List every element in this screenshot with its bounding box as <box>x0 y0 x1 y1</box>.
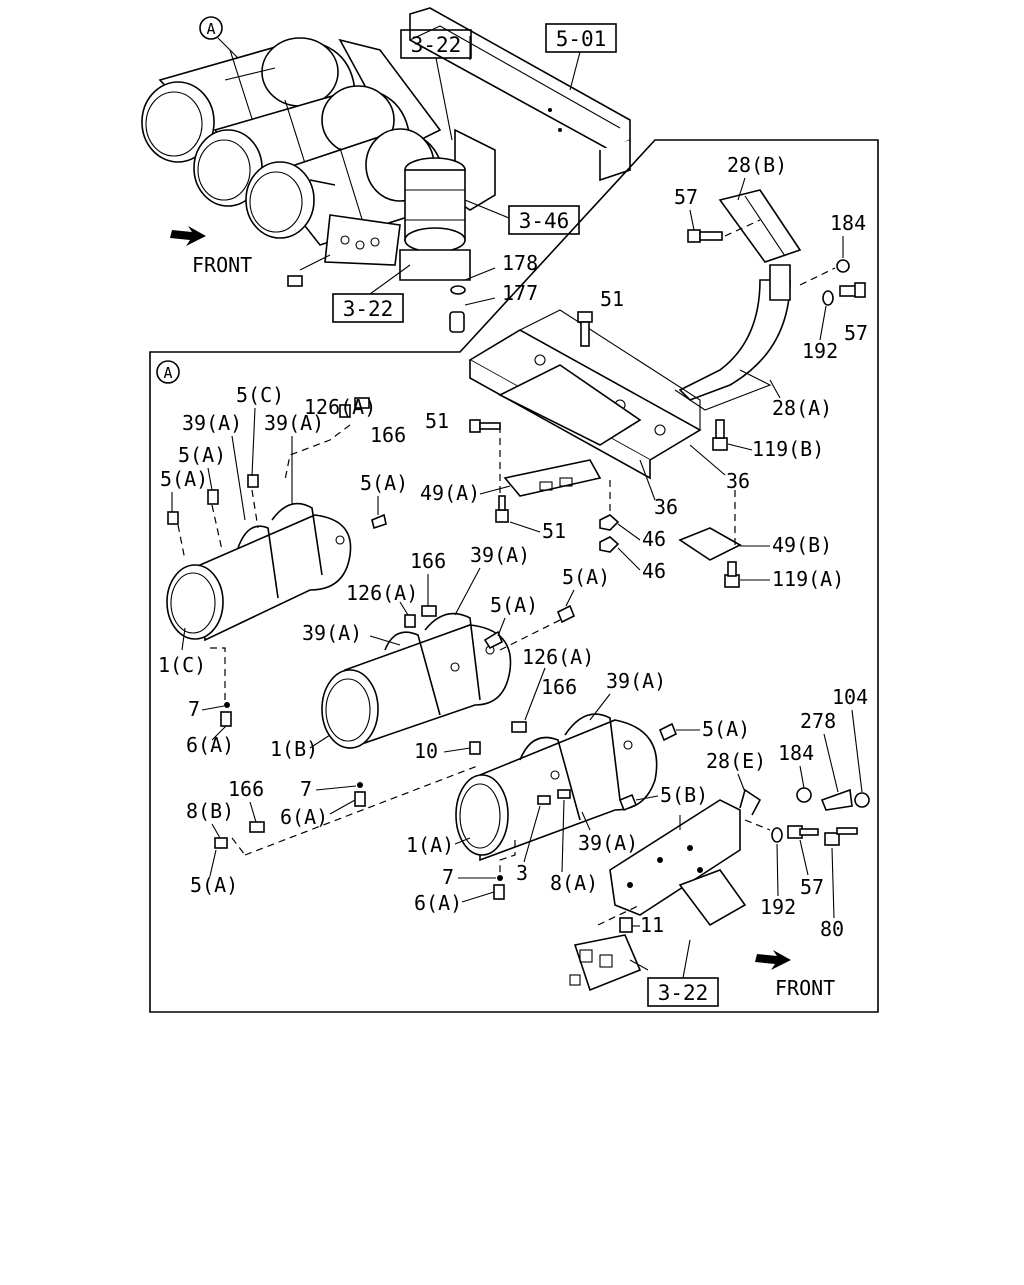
callout-119b: 119(B) <box>752 437 824 461</box>
callout-10: 10 <box>414 739 438 763</box>
section-marker-circle-detail <box>156 360 180 384</box>
callout-39a-1: 39(A) <box>182 411 242 435</box>
callout-5a-2: 5(A) <box>160 467 208 491</box>
callout-39a-6: 39(A) <box>578 831 638 855</box>
callout-5a-4: 5(A) <box>562 565 610 589</box>
callout-6a-3: 6(A) <box>414 891 462 915</box>
callout-51-c: 51 <box>542 519 566 543</box>
plate-49b <box>678 527 742 561</box>
callout-6a-2: 6(A) <box>280 805 328 829</box>
section-marker-circle-top <box>199 16 223 40</box>
callout-5c: 5(C) <box>236 383 284 407</box>
front-arrow-top <box>170 226 206 246</box>
frame-rail <box>409 7 631 182</box>
callout-7-b: 7 <box>300 777 312 801</box>
callout-39a-4: 39(A) <box>302 621 362 645</box>
air-dryer <box>287 157 471 287</box>
callout-8a: 8(A) <box>550 871 598 895</box>
callout-119a: 119(A) <box>772 567 844 591</box>
ref-3-22-top: 3-22 <box>411 33 462 57</box>
callout-8b: 8(B) <box>186 799 234 823</box>
overview-assembly: A <box>141 7 631 333</box>
callout-166-b: 166 <box>410 549 446 573</box>
callout-178: 178 <box>502 251 538 275</box>
ref-box-3-22-mid <box>332 293 404 323</box>
callout-57-a: 57 <box>674 185 698 209</box>
callout-5a-6: 5(A) <box>702 717 750 741</box>
callout-184-b: 184 <box>778 741 814 765</box>
crossmember-36-lower <box>498 364 642 446</box>
tank-1c <box>166 397 387 727</box>
callout-104: 104 <box>832 685 868 709</box>
overview-tanks <box>141 37 447 246</box>
callout-39a-3: 39(A) <box>470 543 530 567</box>
callout-177: 177 <box>502 281 538 305</box>
detail-view-frame <box>149 139 879 1013</box>
callout-192-a: 192 <box>802 339 838 363</box>
ref-5-01: 5-01 <box>556 27 607 51</box>
mounting-hardware <box>468 189 866 588</box>
callout-5a-3: 5(A) <box>360 471 408 495</box>
callout-labels: 28(B) 57 184 178 177 51 57 192 28(A) 126… <box>158 153 868 941</box>
callout-49b: 49(B) <box>772 533 832 557</box>
front-label-top: FRONT <box>192 253 252 277</box>
callout-57-b: 57 <box>844 321 868 345</box>
callout-184-a: 184 <box>830 211 866 235</box>
section-marker-top: A <box>206 20 215 38</box>
callout-5a-5: 5(A) <box>490 593 538 617</box>
bracket-28e <box>609 799 741 916</box>
callout-1a: 1(A) <box>406 833 454 857</box>
callout-1c: 1(C) <box>158 653 206 677</box>
bracket-28b <box>718 189 802 263</box>
hanger-28a <box>678 279 791 401</box>
callout-28a: 28(A) <box>772 396 832 420</box>
callout-3: 3 <box>516 861 528 885</box>
ref-box-3-46 <box>508 205 580 235</box>
callout-6a-1: 6(A) <box>186 733 234 757</box>
callout-57-c: 57 <box>800 875 824 899</box>
callout-80: 80 <box>820 917 844 941</box>
callout-36-a: 36 <box>726 469 750 493</box>
callout-11: 11 <box>640 913 664 937</box>
callout-7-a: 7 <box>188 697 200 721</box>
ref-3-22-bot: 3-22 <box>658 981 709 1005</box>
ref-3-22-mid: 3-22 <box>343 297 394 321</box>
callout-51-b: 51 <box>425 409 449 433</box>
callout-39a-5: 39(A) <box>606 669 666 693</box>
callout-7-c: 7 <box>442 865 454 889</box>
callout-46-b: 46 <box>642 559 666 583</box>
callout-5a-1: 5(A) <box>178 443 226 467</box>
callout-46-a: 46 <box>642 527 666 551</box>
callout-5a-7: 5(A) <box>190 873 238 897</box>
front-arrow-bottom <box>755 950 791 970</box>
valve-bracket <box>569 787 870 992</box>
callout-126a-1: 126(A) <box>304 395 376 419</box>
callout-192-b: 192 <box>760 895 796 919</box>
callout-39a-2: 39(A) <box>264 411 324 435</box>
callout-166-c: 166 <box>541 675 577 699</box>
tank-1a <box>455 713 678 900</box>
ref-3-46: 3-46 <box>519 209 570 233</box>
callout-126a-2: 126(A) <box>346 581 418 605</box>
callout-49a: 49(A) <box>420 481 480 505</box>
callout-278: 278 <box>800 709 836 733</box>
callout-28e: 28(E) <box>706 749 766 773</box>
callout-1b: 1(B) <box>270 737 318 761</box>
callout-166-a: 166 <box>370 423 406 447</box>
callout-126a-3: 126(A) <box>522 645 594 669</box>
plate-49a <box>503 459 602 497</box>
callout-166-d: 166 <box>228 777 264 801</box>
section-marker-detail: A <box>163 364 172 382</box>
ref-box-5-01 <box>545 23 617 53</box>
front-label-bottom: FRONT <box>775 976 835 1000</box>
tank-1b <box>214 604 576 856</box>
callout-5b: 5(B) <box>660 783 708 807</box>
callout-28b: 28(B) <box>727 153 787 177</box>
callout-51-a: 51 <box>600 287 624 311</box>
callout-36-b: 36 <box>654 495 678 519</box>
